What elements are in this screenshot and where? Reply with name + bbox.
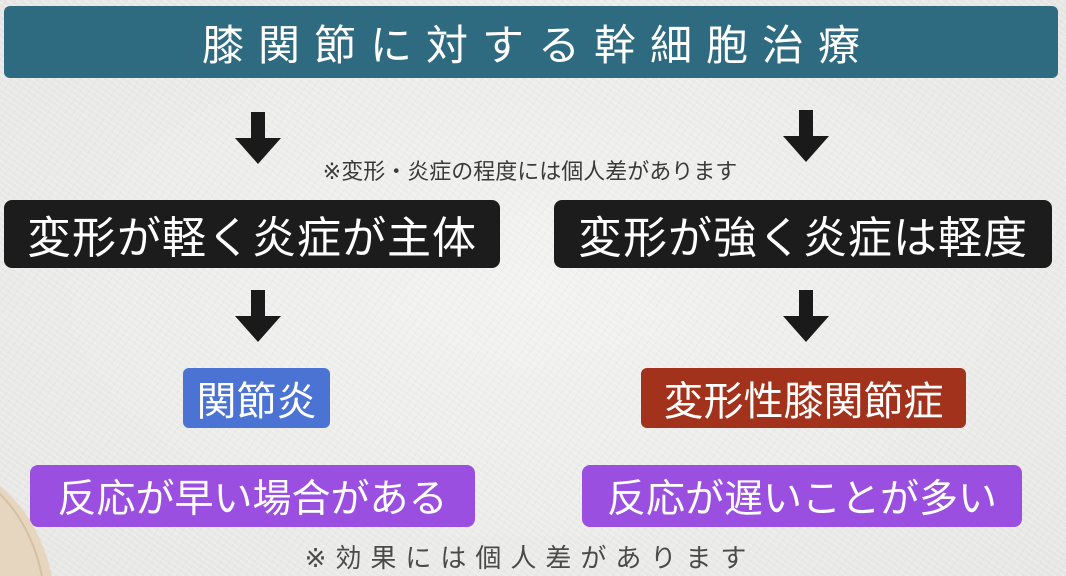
down-arrow-icon [783,110,829,162]
down-arrow-shape [783,110,829,162]
response-label-left: 反応が早い場合がある [57,477,448,522]
effect-note: ※効果には個人差があります [304,544,756,574]
diagnosis-label-left: 関節炎 [196,379,317,425]
presenter-edge-shape [0,486,52,576]
response-label-right: 反応が遅いことが多い [606,477,997,522]
down-arrow-icon [783,290,829,342]
diagnosis-box-right: 変形性膝関節症 [641,368,966,428]
title-bar: 膝関節に対する幹細胞治療 [4,6,1058,78]
diagnosis-label-right: 変形性膝関節症 [663,379,944,425]
severity-note: ※変形・炎症の程度には個人差があります [322,160,738,185]
condition-box-left: 変形が軽く炎症が主体 [4,200,500,268]
down-arrow-icon [235,290,281,342]
condition-label-left: 変形が軽く炎症が主体 [27,213,477,264]
response-box-right: 反応が遅いことが多い [582,465,1022,527]
condition-box-right: 変形が強く炎症は軽度 [554,200,1052,268]
down-arrow-shape [235,290,281,342]
down-arrow-shape [235,112,281,164]
condition-label-right: 変形が強く炎症は軽度 [578,213,1028,264]
down-arrow-icon [235,112,281,164]
page-title: 膝関節に対する幹細胞治療 [201,20,874,70]
down-arrow-shape [783,290,829,342]
diagnosis-box-left: 関節炎 [183,368,330,428]
response-box-left: 反応が早い場合がある [30,465,475,527]
